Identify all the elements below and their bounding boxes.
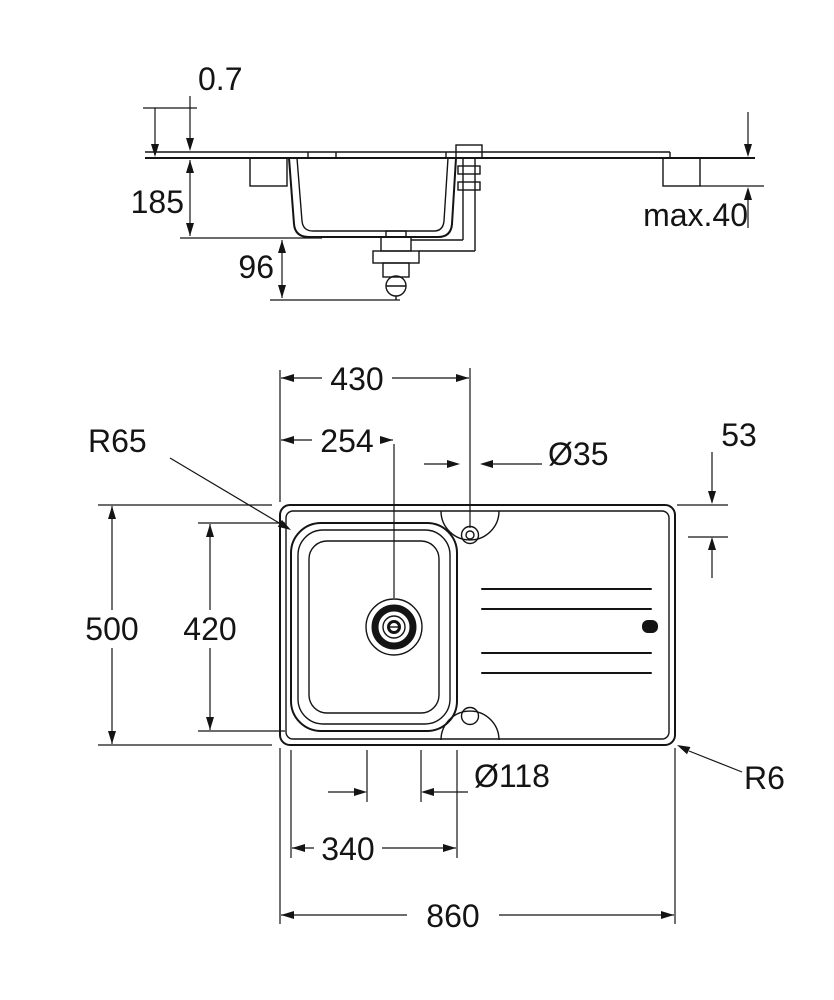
counter-hatch-left — [249, 157, 288, 187]
tap-hole-bottom — [440, 706, 500, 741]
bowl-plan — [290, 522, 458, 732]
dim-tap-hole-y: 53 — [677, 417, 757, 578]
dim-bowl-corner-radius-label: R65 — [88, 423, 147, 459]
dim-rim-thickness-label: 0.7 — [198, 61, 242, 97]
dim-bowl-inner-width-label: 340 — [321, 831, 374, 867]
dim-bowl-depth-label: 185 — [131, 184, 184, 220]
drainboard-grooves — [481, 588, 652, 674]
dim-drain-height-label: 96 — [238, 249, 274, 285]
overflow-piping-section — [411, 144, 483, 252]
dim-counter-thickness-label: max.40 — [643, 197, 748, 233]
drain-plan — [365, 598, 423, 656]
drain-assembly-section — [372, 236, 420, 300]
dim-overall-width-label: 860 — [426, 898, 479, 934]
dim-counter-thickness: max.40 — [643, 112, 764, 233]
sink-outline-inner — [285, 510, 670, 740]
dim-bowl-depth: 185 — [131, 160, 322, 239]
dim-drain-height: 96 — [238, 240, 400, 301]
dim-bowl-corner-radius: R65 — [88, 423, 291, 530]
plan-view: 430 254 Ø35 53 — [85, 361, 785, 934]
dim-overall-depth-label: 500 — [85, 611, 138, 647]
dim-overall-width: 860 — [279, 748, 676, 934]
dim-bowl-inner-depth: 420 — [183, 522, 285, 732]
dim-bowl-inner-depth-label: 420 — [183, 611, 236, 647]
dim-tap-hole-dia: Ø35 — [424, 436, 608, 472]
counter-hatch-right — [662, 157, 701, 187]
bowl-section — [288, 157, 457, 238]
dim-drain-dia: Ø118 — [328, 750, 550, 802]
sink-outline-outer — [279, 504, 676, 746]
dim-tap-hole-dia-label: Ø35 — [548, 436, 608, 472]
dim-bowl-inner-width: 340 — [290, 750, 458, 867]
dim-bowl-center-x: 254 — [281, 423, 395, 598]
dim-drain-dia-label: Ø118 — [474, 758, 550, 794]
dim-tap-hole-y-label: 53 — [721, 417, 757, 453]
overflow-slot — [642, 620, 658, 633]
side-view: 0.7 185 96 max.40 — [131, 61, 764, 301]
dim-tap-hole-x: 430 — [279, 361, 471, 528]
dim-outer-corner-radius: R6 — [677, 745, 785, 796]
dim-tap-hole-x-label: 430 — [330, 361, 383, 397]
dim-overall-depth: 500 — [85, 504, 272, 746]
dim-bowl-center-x-label: 254 — [320, 423, 373, 459]
dim-rim-thickness: 0.7 — [143, 61, 242, 157]
dim-outer-corner-radius-label: R6 — [744, 760, 785, 796]
